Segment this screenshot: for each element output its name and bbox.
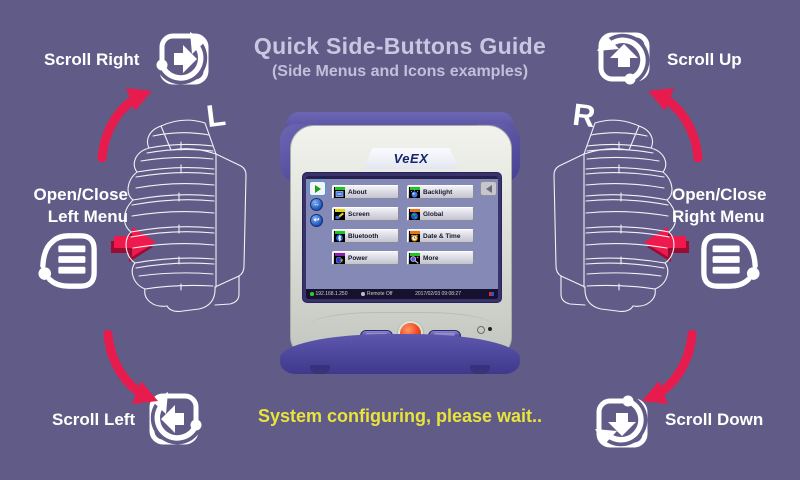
menu-item-date-time[interactable]: Date & Time [407, 229, 474, 243]
callout-scroll-left: Scroll Left [52, 389, 208, 451]
globe-icon [409, 208, 420, 220]
menu-item-global[interactable]: Global [407, 207, 474, 221]
status-datetime: 2017/02/03 09:08:27 [415, 291, 461, 297]
power-symbol-icon [477, 326, 485, 334]
power-led [488, 327, 492, 331]
menu-item-more[interactable]: More [407, 251, 474, 265]
gray-arrow-icon [485, 184, 492, 193]
clock-icon [409, 230, 420, 242]
brand-plate: VeEX [363, 148, 459, 169]
left-wheel-illustration [119, 106, 271, 334]
brand-logo: VeEX [393, 151, 429, 166]
device-left-foot [310, 365, 330, 374]
menu-item-power[interactable]: Power [332, 251, 399, 265]
menu-item-screen[interactable]: Screen [332, 207, 399, 221]
bluetooth-icon [334, 230, 345, 242]
status-bar: 192.168.1.250 Remote Off 2017/02/03 09:0… [306, 289, 498, 299]
screen-back-button[interactable]: ↩ [310, 214, 323, 227]
bulb-icon [409, 186, 420, 198]
status-link: Remote Off [366, 291, 393, 297]
callout-scroll-up: Scroll Up [594, 29, 742, 91]
left-wheel-wireframe-icon [123, 119, 247, 312]
device-right-foot [470, 365, 490, 374]
menu-column-right: Backlight Global [407, 185, 474, 273]
open-close-right-label: Open/Close Right Menu [672, 185, 767, 227]
left-wheel-letter: L [204, 96, 228, 135]
menu-item-backlight[interactable]: Backlight [407, 185, 474, 199]
scroll-left-label: Scroll Left [52, 410, 136, 429]
screen-page-button[interactable]: ↔ [310, 198, 323, 211]
arrow-down-left-icon [94, 330, 172, 406]
screen-top-bar [306, 176, 498, 179]
right-menu-icon [697, 231, 763, 291]
status-flag-icon [489, 292, 494, 296]
open-close-left-label: Open/Close Left Menu [33, 185, 128, 227]
screen-bezel: ↔ ↩ About [302, 172, 502, 303]
scroll-up-label: Scroll Up [667, 50, 742, 69]
screen-next-button[interactable] [309, 181, 326, 196]
page-subtitle: (Side Menus and Icons examples) [271, 63, 529, 80]
panel-accent-line [309, 312, 493, 339]
brush-icon [334, 208, 345, 220]
touchscreen[interactable]: ↔ ↩ About [306, 176, 498, 299]
status-ip: 192.168.1.250 [315, 291, 348, 297]
right-wheel-letter: R [570, 96, 598, 135]
scroll-right-icon [150, 29, 212, 91]
screen-collapse-button[interactable] [480, 181, 497, 196]
header: Quick Side-Buttons Guide (Side Menus and… [0, 33, 800, 81]
menu-column-left: About Screen [332, 185, 399, 273]
page-title: Quick Side-Buttons Guide [253, 33, 547, 59]
remote-status-icon [361, 292, 365, 296]
magnifier-icon [409, 252, 420, 264]
scroll-up-icon [594, 29, 656, 91]
power-icon [334, 252, 345, 264]
callout-scroll-right: Scroll Right [44, 29, 212, 91]
link-status-icon [310, 292, 314, 296]
menu-item-bluetooth[interactable]: Bluetooth [332, 229, 399, 243]
scroll-right-label: Scroll Right [44, 50, 140, 69]
device-front-panel: VeEX ↔ ↩ [290, 125, 512, 357]
status-message: System configuring, please wait.. [257, 406, 543, 426]
green-arrow-icon [314, 184, 321, 193]
device: VeEX ↔ ↩ [280, 112, 520, 376]
arrow-down-right-icon [628, 330, 706, 406]
menu-item-about[interactable]: About [332, 185, 399, 199]
right-wheel-illustration [529, 106, 681, 334]
left-menu-icon [35, 231, 101, 291]
scroll-down-label: Scroll Down [665, 410, 764, 429]
callout-scroll-down: Scroll Down [592, 389, 763, 451]
right-wheel-wireframe-icon [553, 119, 677, 312]
monitor-icon [334, 186, 345, 198]
